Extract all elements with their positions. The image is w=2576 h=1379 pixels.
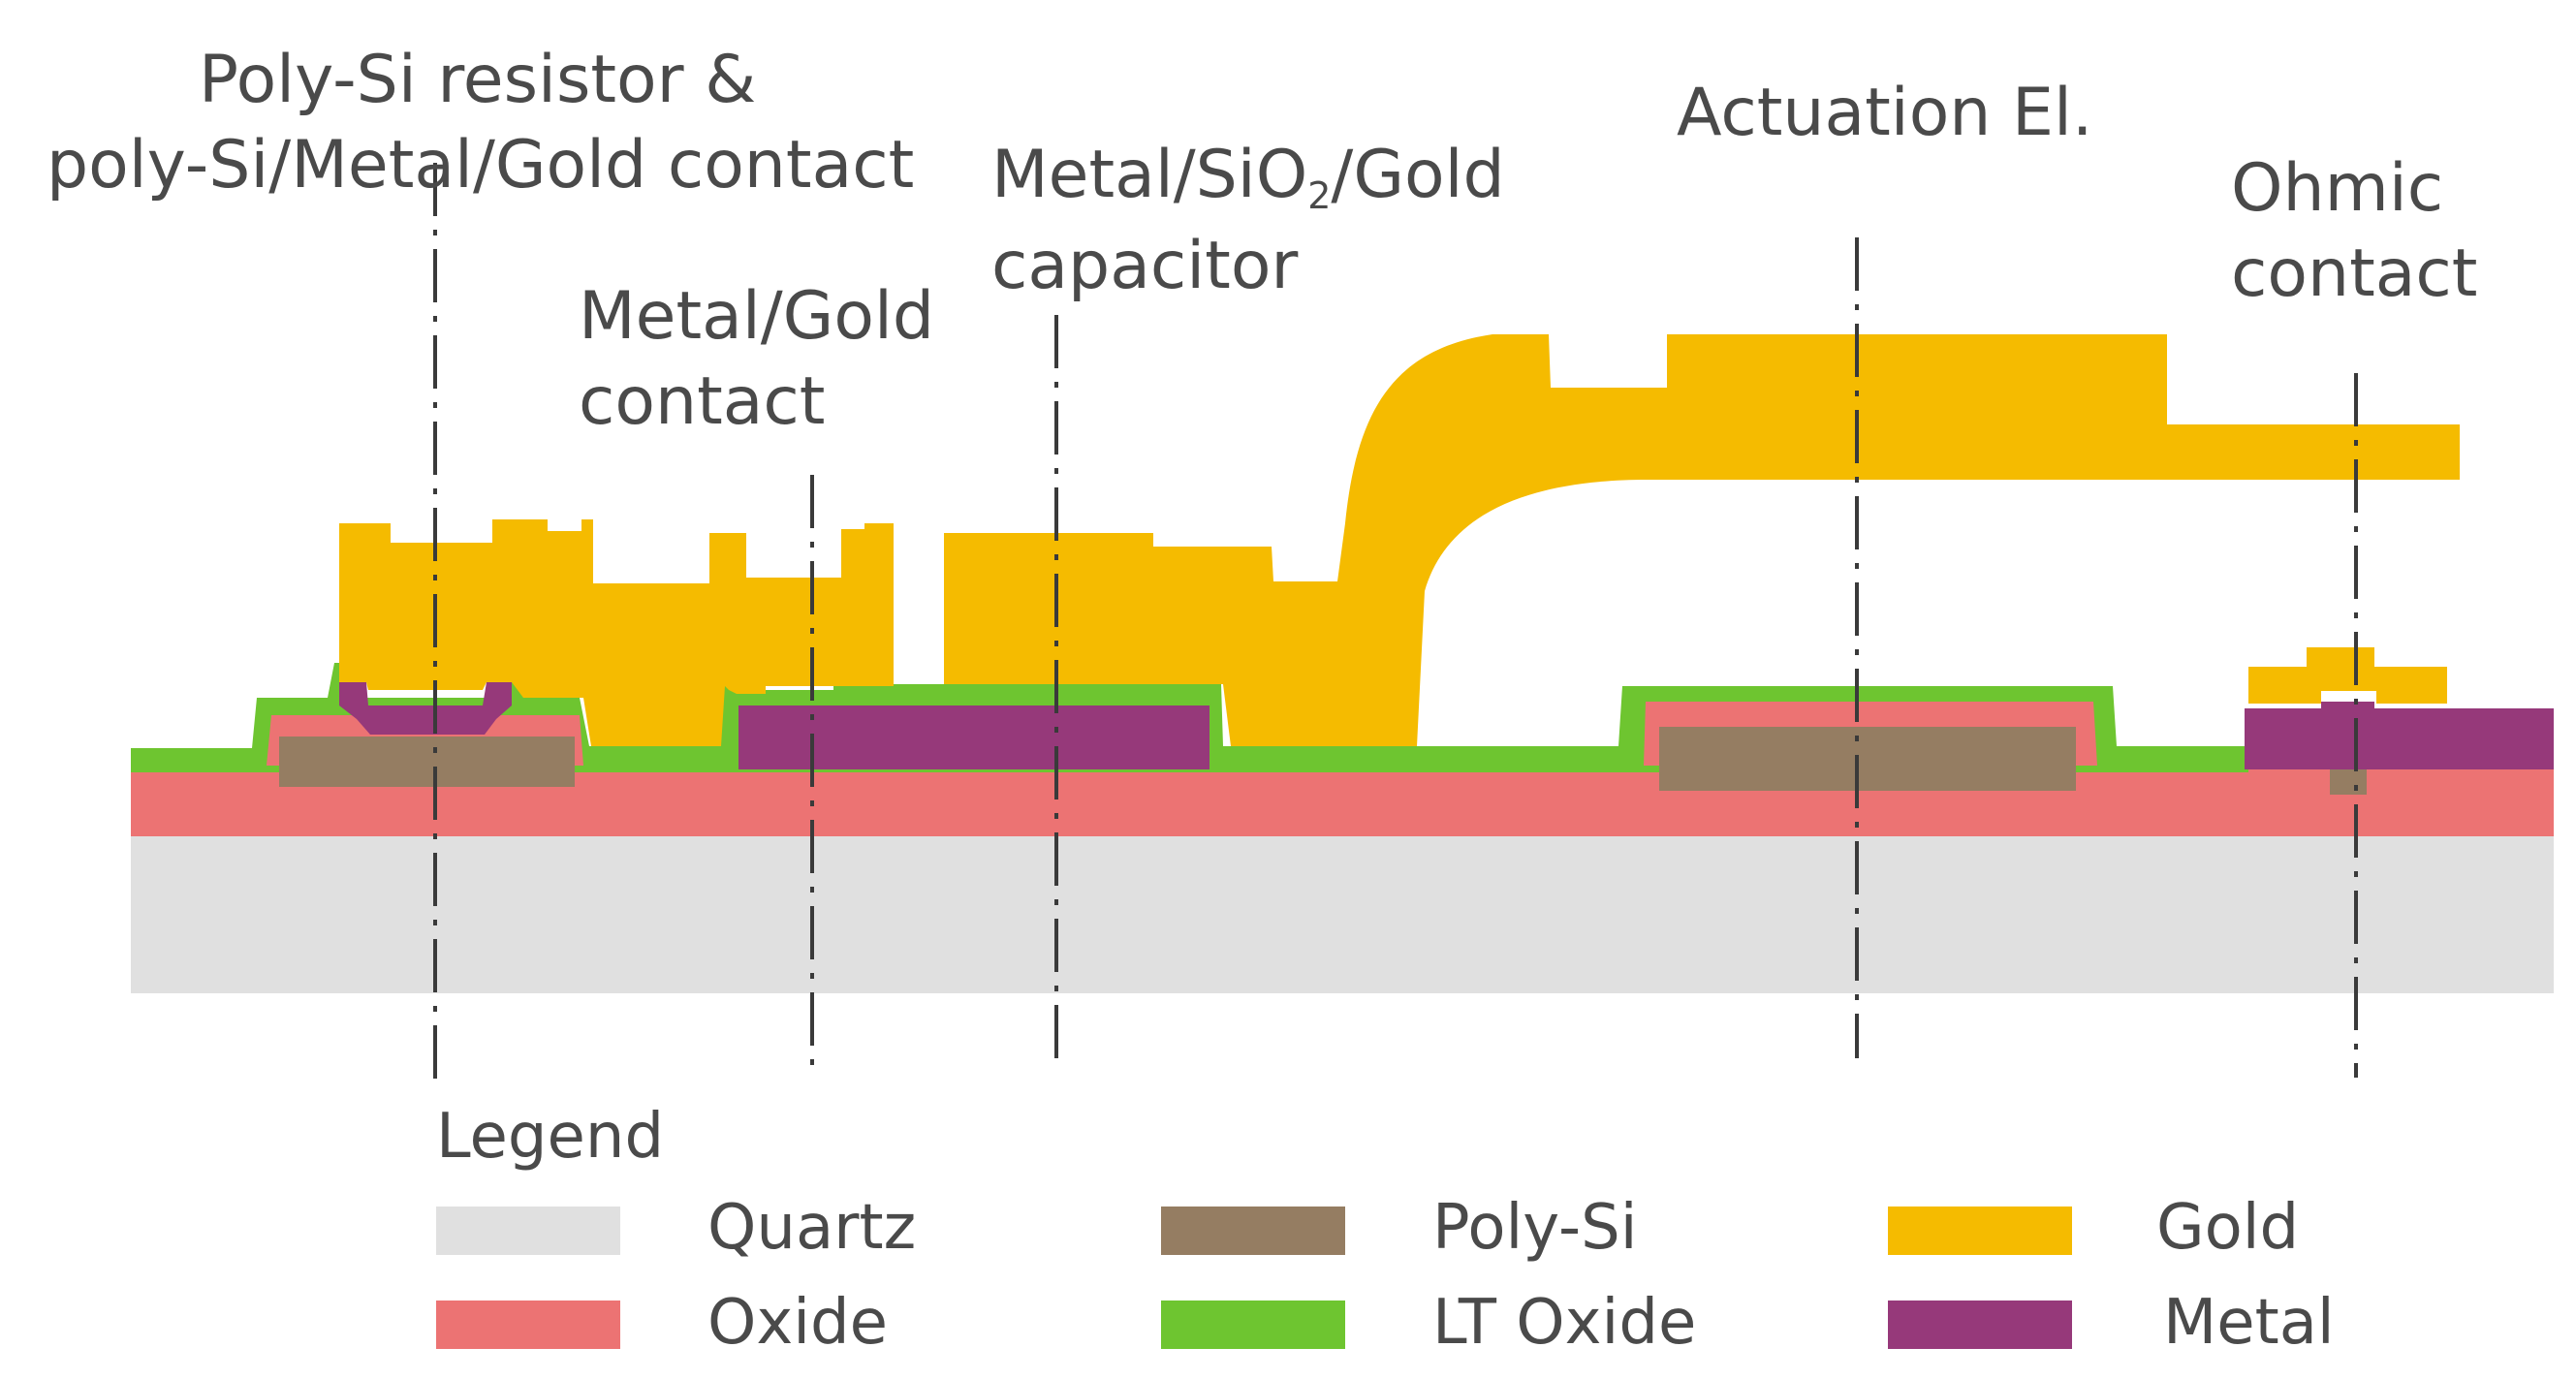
legend-label-quartz: Quartz — [707, 1192, 917, 1264]
metal-ohmic-contact — [2245, 702, 2554, 769]
label-polysi-metal-gold-contact: poly-Si/Metal/Gold contact — [47, 127, 915, 204]
label-metal-gold: Metal/Gold — [579, 278, 934, 355]
label-ohmic: Ohmic — [2231, 150, 2444, 227]
legend-label-poly-si: Poly-Si — [1432, 1192, 1638, 1264]
gold-capacitor-plate — [944, 334, 2460, 746]
legend-label-metal: Metal — [2163, 1287, 2335, 1359]
legend-swatch-poly-si — [1161, 1207, 1345, 1255]
legend-title: Legend — [436, 1101, 665, 1173]
legend-swatch-gold — [1888, 1207, 2072, 1255]
metal-resistor-contact — [339, 682, 512, 735]
legend-swatch-metal — [1888, 1301, 2072, 1349]
legend-label-oxide: Oxide — [707, 1287, 889, 1359]
label-capacitor: capacitor — [991, 228, 1299, 304]
gold-resistor-contact — [339, 519, 894, 746]
polysi-actuation — [1659, 727, 2076, 791]
legend-swatch-oxide — [436, 1301, 620, 1349]
metal-gold-contact — [738, 705, 1209, 769]
label-ohmic-contact: contact — [2231, 235, 2478, 312]
label-polysi-resistor: Poly-Si resistor & — [199, 42, 757, 118]
quartz-substrate — [131, 833, 2554, 993]
label-metal-gold-contact: contact — [579, 363, 826, 440]
legend-swatch-quartz — [436, 1207, 620, 1255]
polysi-resistor — [279, 737, 575, 787]
label-capacitor-materials: Metal/SiO2/Gold — [991, 137, 1505, 217]
legend-label-gold: Gold — [2156, 1192, 2300, 1264]
label-actuation-electrode: Actuation El. — [1677, 75, 2093, 151]
legend-swatch-lt-oxide — [1161, 1301, 1345, 1349]
gold-ohmic-contact — [2248, 647, 2447, 704]
legend-label-lt-oxide: LT Oxide — [1432, 1287, 1697, 1359]
